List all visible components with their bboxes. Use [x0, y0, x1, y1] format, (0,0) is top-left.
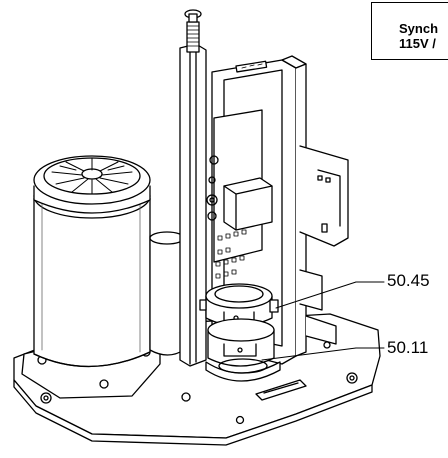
lower-housing — [205, 318, 281, 382]
lead-screw — [184, 9, 202, 53]
switch-module — [206, 155, 273, 231]
base-label-plate — [255, 379, 307, 401]
leader-line-50-45 — [275, 281, 357, 309]
reservoir-cylinder — [149, 231, 185, 356]
leader-lines — [261, 281, 385, 361]
upper-collar — [199, 283, 279, 327]
spec-label-box: Synch 115V / — [371, 2, 448, 60]
motor-fan-cover — [33, 155, 151, 214]
spec-line-2: 115V / — [399, 36, 436, 51]
vertical-column — [179, 43, 207, 367]
leader-line-50-11 — [261, 347, 357, 361]
side-bracket — [299, 145, 349, 345]
callout-label-50-45: 50.45 — [387, 271, 430, 290]
callout-label-50-11: 50.11 — [387, 338, 429, 357]
spec-line-1: Synch — [399, 21, 439, 36]
